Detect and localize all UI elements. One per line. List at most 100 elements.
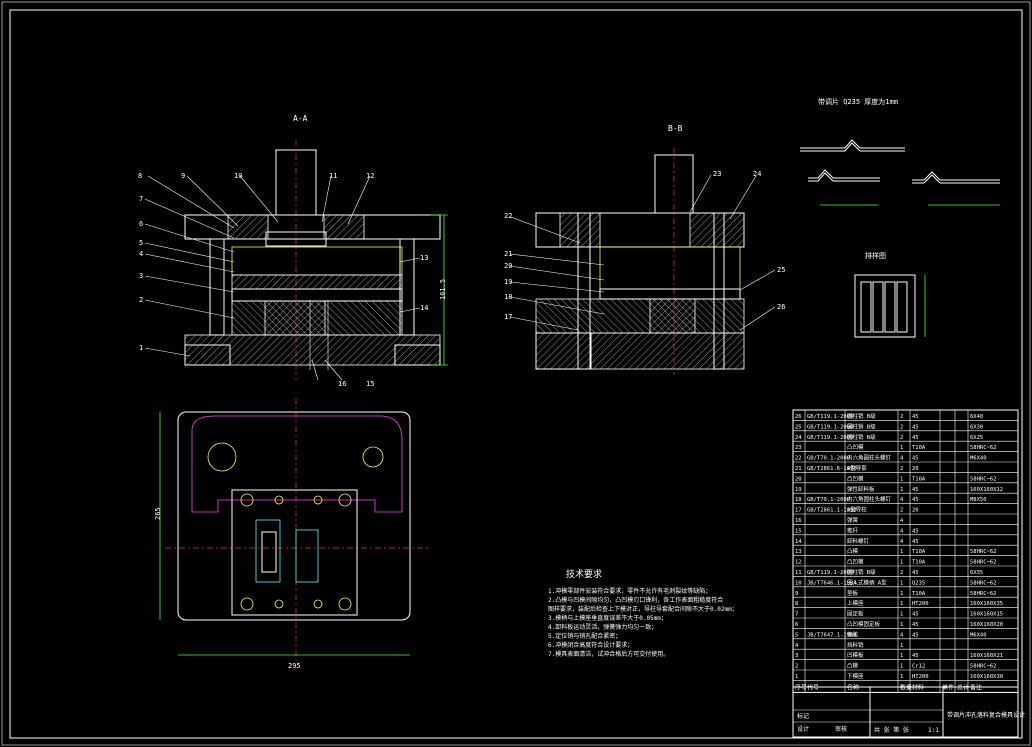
- title-block: 带调片冲孔落料复合模具设计 1:1 共 张 第 张 标记 设计 审核: [792, 686, 1025, 738]
- bom-cell: JB/T7647.1-1994: [807, 632, 857, 638]
- leader-b-25: 25: [777, 266, 785, 274]
- bom-cell: 160X160X21: [970, 653, 1003, 659]
- bom-cell: 6X40: [970, 414, 983, 420]
- bom-cell: 1: [900, 580, 903, 586]
- section-a-view: A-A 161.5: [138, 114, 448, 388]
- bom-cell: 23: [795, 445, 802, 451]
- bom-cell: 160X160X12: [970, 487, 1003, 493]
- leader-a-16: 16: [338, 380, 346, 388]
- leader-a-6: 6: [139, 220, 143, 228]
- bom-cell: 凸凹模: [847, 443, 864, 451]
- leader-a-12: 12: [366, 172, 374, 180]
- bom-cell: 下模座: [847, 672, 864, 680]
- bom-cell: 14: [795, 539, 802, 545]
- leader-a-7: 7: [139, 195, 143, 203]
- bom-cell: 45: [912, 539, 919, 545]
- bom-cell: 45: [912, 424, 919, 430]
- bom-cell: 160X160X20: [970, 622, 1003, 628]
- bom-cell: 17: [795, 508, 802, 514]
- bom-cell: 7: [795, 612, 798, 618]
- bom-cell: 1: [900, 601, 903, 607]
- bom-cell: 1: [900, 643, 903, 649]
- bom-cell: 6: [795, 622, 798, 628]
- bom-cell: 橡胶: [847, 630, 859, 638]
- bom-cell: JB/T7646.1-1994: [807, 580, 857, 586]
- bom-cell: 圆柱销 B级: [847, 568, 876, 576]
- leader-a-8: 8: [138, 172, 142, 180]
- bom-cell: 2: [900, 424, 903, 430]
- bom-cell: 垫板: [847, 589, 859, 597]
- tech-requirement-line: 2.凸模与凹模间隙均匀，凸凹模刃口锋利，各工作表面粗糙度符合: [548, 596, 723, 604]
- bom-cell: 18: [795, 497, 802, 503]
- bom-cell: 6X25: [970, 435, 983, 441]
- bom-cell: 9: [795, 591, 798, 597]
- leader-b-23: 23: [713, 170, 721, 178]
- bom-cell: 13: [795, 549, 802, 555]
- leader-a-3: 3: [139, 272, 143, 280]
- bom-cell: 10: [795, 580, 802, 586]
- bom-cell: 16: [795, 518, 802, 524]
- bom-cell: 弹性卸料板: [847, 485, 875, 493]
- bom-cell: 凸模: [847, 547, 859, 555]
- bom-cell: 1: [900, 612, 903, 618]
- bom-cell: 58HRC~62: [970, 664, 997, 670]
- bom-cell: 160X160X30: [970, 674, 1003, 680]
- bom-cell: 2: [900, 466, 903, 472]
- bom-cell: 弹簧: [847, 516, 859, 524]
- tech-requirements-title: 技术要求: [566, 568, 602, 580]
- bom-cell: 内六角圆柱头螺钉: [847, 454, 892, 462]
- tech-requirement-line: 3.模柄与上模座垂直度误差不大于0.05mm；: [548, 614, 667, 622]
- bom-cell: 2: [795, 664, 798, 670]
- leader-a-9: 9: [181, 172, 185, 180]
- dim-plan-width: 295: [288, 662, 301, 670]
- section-b-view: B-B 23 24 25 22 21 20 19 18 17: [504, 124, 785, 375]
- bom-cell: GB/T119.1-2000: [807, 414, 853, 420]
- bom-cell: 1: [900, 445, 903, 451]
- bom-cell: 圆柱销 B级: [847, 433, 876, 441]
- bom-cell: 45: [912, 653, 919, 659]
- bom-cell: 45: [912, 435, 919, 441]
- bom-cell: T10A: [912, 476, 926, 482]
- tech-requirement-line: 6.冲模闭合高度符合设计要求；: [548, 641, 633, 649]
- bom-cell: 58HRC~62: [970, 591, 997, 597]
- bom-cell: 11: [795, 570, 802, 576]
- bom-cell: 凸凹模: [847, 474, 864, 482]
- bom-cell: 挡料销: [847, 641, 864, 649]
- bom-cell: 圆柱销 B级: [847, 412, 876, 420]
- bom-cell: 1: [900, 622, 903, 628]
- part-note: 带调片 Q235 厚度为1mm: [818, 97, 898, 106]
- title-block-design: 设计: [797, 725, 809, 733]
- bom-cell: 160X160X15: [970, 612, 1003, 618]
- bom-cell: 4: [900, 518, 904, 524]
- bom-cell: 45: [912, 487, 919, 493]
- bom-cell: GB/T119.1-2000: [807, 424, 853, 430]
- bom-cell: 1: [900, 560, 903, 566]
- bom-cell: 24: [795, 435, 802, 441]
- bom-cell: Q235: [912, 580, 925, 586]
- blank-view-label: 排样图: [865, 251, 886, 260]
- bom-cell: 12: [795, 560, 802, 566]
- bom-cell: 15: [795, 528, 802, 534]
- leader-a-15: 15: [366, 380, 374, 388]
- leader-a-5: 5: [139, 239, 143, 247]
- bom-cell: 22: [795, 456, 802, 462]
- bom-cell: A型导柱: [847, 506, 867, 514]
- bom-cell: 1: [900, 653, 903, 659]
- leader-b-22: 22: [504, 212, 512, 220]
- bom-cell: 45: [912, 456, 919, 462]
- bom-cell: 1: [900, 674, 903, 680]
- section-b-label: B-B: [668, 124, 683, 133]
- bom-cell: 4: [900, 497, 904, 503]
- leader-b-20: 20: [504, 262, 512, 270]
- leader-b-17: 17: [504, 313, 512, 321]
- bom-cell: 21: [795, 466, 802, 472]
- leader-a-13: 13: [420, 254, 428, 262]
- bom-cell: 45: [912, 497, 919, 503]
- bom-cell: M8X50: [970, 497, 987, 503]
- bom-cell: 20: [912, 508, 919, 514]
- bom-cell: 45: [912, 528, 919, 534]
- bom-cell: 6X30: [970, 424, 983, 430]
- dim-total-height: 161.5: [439, 279, 447, 300]
- tech-requirements: 技术要求 1.冲模零部件安装符合要求，零件不允许有毛刺裂纹等缺陷； 2.凸模与凹…: [548, 568, 738, 658]
